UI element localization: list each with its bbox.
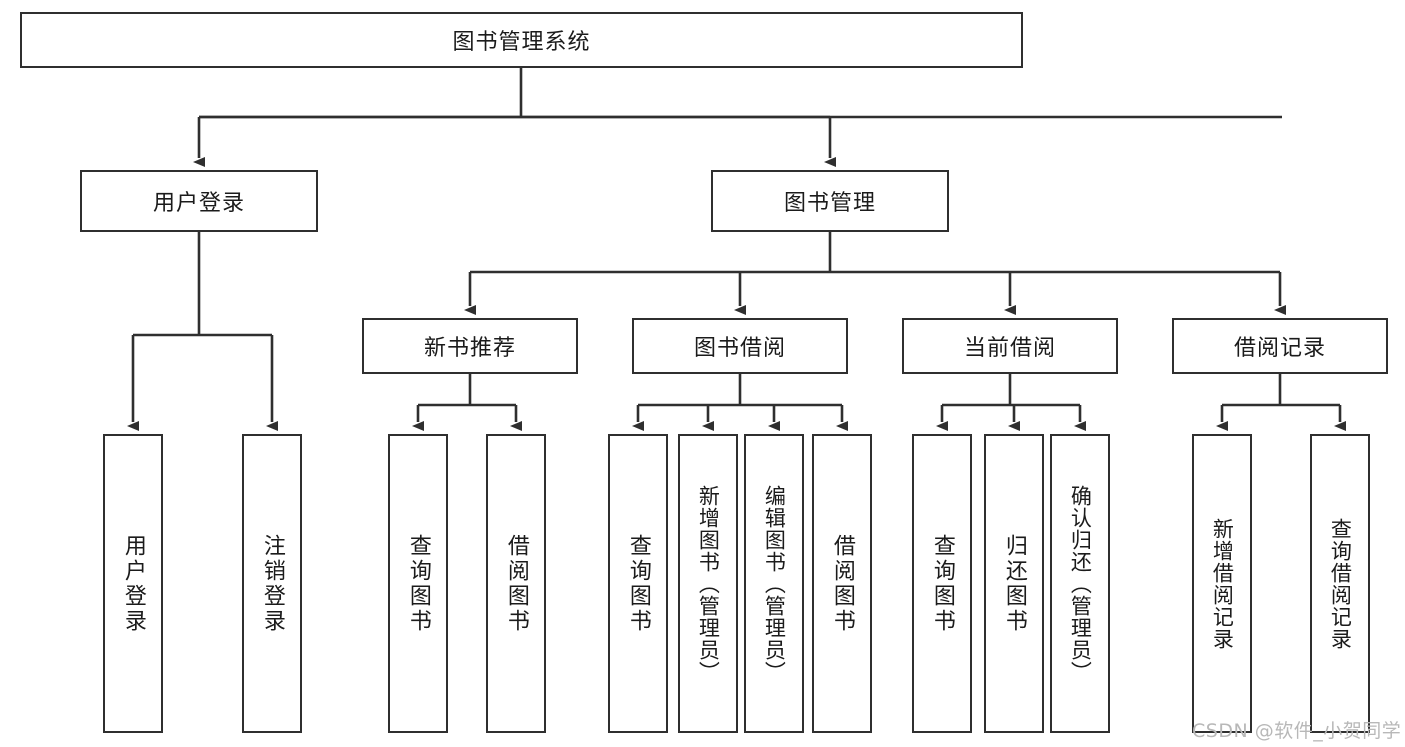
leaf-logout-label: 注销登录 [259,533,285,634]
leaf-borrow-book-2-label: 借阅图书 [829,533,855,634]
leaf-confirm-return-label: 确认归还（管理员） [1068,484,1093,683]
node-root-label: 图书管理系统 [452,30,591,55]
csdn-watermark: CSDN @软件_小贺同学 [1192,720,1402,742]
leaf-return-book[interactable]: 归还图书 [984,434,1044,733]
node-new-book-rec[interactable]: 新书推荐 [362,318,578,374]
node-user-login[interactable]: 用户登录 [80,170,318,232]
node-book-manage-label: 图书管理 [783,191,876,216]
leaf-confirm-return[interactable]: 确认归还（管理员） [1050,434,1110,733]
leaf-query-book-1[interactable]: 查询图书 [388,434,448,733]
node-book-manage[interactable]: 图书管理 [711,170,949,232]
leaf-borrow-book-1[interactable]: 借阅图书 [486,434,546,733]
leaf-add-record[interactable]: 新增借阅记录 [1192,434,1252,733]
leaf-query-book-2-label: 查询图书 [625,533,651,634]
leaf-query-book-3[interactable]: 查询图书 [912,434,972,733]
node-user-login-label: 用户登录 [152,191,245,216]
node-current-borrow[interactable]: 当前借阅 [902,318,1118,374]
leaf-return-book-label: 归还图书 [1001,533,1027,634]
leaf-add-book[interactable]: 新增图书（管理员） [678,434,738,733]
leaf-query-book-2[interactable]: 查询图书 [608,434,668,733]
leaf-borrow-book-1-label: 借阅图书 [503,533,529,634]
node-new-book-rec-label: 新书推荐 [423,336,516,361]
leaf-query-record-label: 查询借阅记录 [1328,517,1353,650]
leaf-user-login[interactable]: 用户登录 [103,434,163,733]
leaf-logout[interactable]: 注销登录 [242,434,302,733]
node-book-borrow-label: 图书借阅 [693,336,786,361]
leaf-query-book-3-label: 查询图书 [929,533,955,634]
leaf-borrow-book-2[interactable]: 借阅图书 [812,434,872,733]
leaf-edit-book[interactable]: 编辑图书（管理员） [744,434,804,733]
leaf-add-book-label: 新增图书（管理员） [696,484,721,683]
leaf-edit-book-label: 编辑图书（管理员） [762,484,787,683]
node-borrow-record[interactable]: 借阅记录 [1172,318,1388,374]
leaf-add-record-label: 新增借阅记录 [1210,517,1235,650]
node-current-borrow-label: 当前借阅 [963,336,1056,361]
leaf-query-record[interactable]: 查询借阅记录 [1310,434,1370,733]
leaf-user-login-label: 用户登录 [120,533,146,634]
node-book-borrow[interactable]: 图书借阅 [632,318,848,374]
leaf-query-book-1-label: 查询图书 [405,533,431,634]
node-borrow-record-label: 借阅记录 [1233,336,1326,361]
node-root[interactable]: 图书管理系统 [20,12,1023,68]
